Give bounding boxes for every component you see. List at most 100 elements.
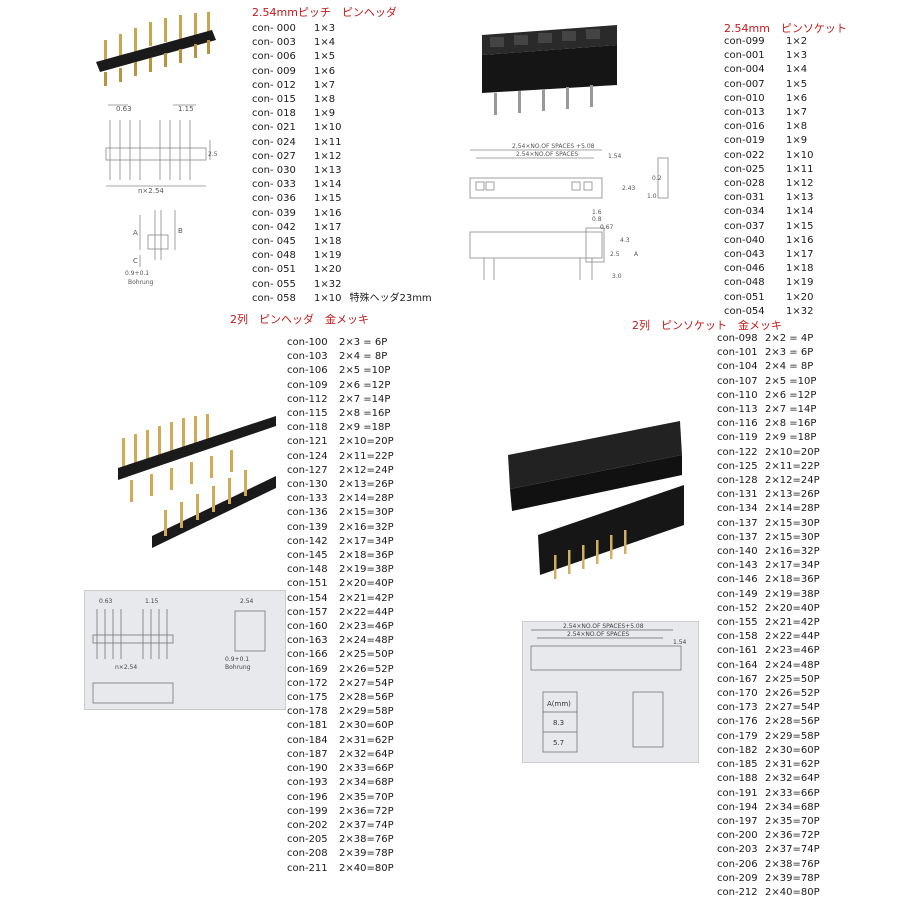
pin-count: 2×13=26P	[339, 479, 394, 491]
pin-count: 1×11	[314, 136, 342, 148]
svg-text:5.7: 5.7	[553, 739, 564, 747]
pin-count: 1×3	[786, 50, 808, 62]
part-code: con-100	[287, 337, 328, 348]
pin-count: 2×20=40P	[765, 602, 820, 614]
part-code: con-043	[724, 249, 765, 261]
part-code: con-034	[724, 206, 765, 218]
part-code: con-127	[287, 464, 328, 476]
part-code: con-001	[724, 50, 765, 62]
pin-count: 2×38=76P	[765, 858, 820, 870]
pin-header-side-drawing: A B C 0.9+0.1 Bohrung	[125, 210, 183, 286]
pin-count: 1×18	[786, 263, 814, 275]
part-code: con-031	[724, 192, 765, 204]
pin-count: 2×10=20P	[765, 446, 820, 458]
part-code: con-128	[717, 475, 758, 487]
pin-count: 1×17	[314, 221, 342, 233]
pin-count: 2×16=32P	[339, 521, 394, 533]
pin-count: 2×39=78P	[765, 872, 820, 884]
part-code: con-028	[724, 178, 765, 190]
pin-count: 1×2	[786, 36, 808, 47]
part-code: con- 015	[252, 94, 296, 106]
pin-socket-1row-image	[482, 25, 617, 115]
part-code: con-161	[717, 645, 758, 657]
pin-count: 1×4	[314, 37, 336, 49]
part-code: con-115	[287, 408, 328, 420]
part-code: con-098	[717, 333, 758, 344]
pin-count: 2×30=60P	[339, 720, 394, 732]
part-code: con-054	[724, 305, 765, 317]
pin-count: 1×14	[786, 206, 814, 218]
pin-count: 1×19	[314, 250, 342, 262]
part-code: con-155	[717, 617, 758, 629]
pin-count: 2×18=36P	[339, 550, 394, 562]
title-pin-header-1row: 2.54mmピッチ ピンヘッダ	[252, 6, 397, 19]
pin-count: 2×34=68P	[339, 777, 394, 789]
pin-count: 1×5	[314, 51, 336, 63]
part-code: con- 042	[252, 221, 296, 233]
pin-count: 1×16	[314, 207, 342, 219]
pin-count: 2×4 = 8P	[339, 351, 388, 363]
pin-count: 2×4 = 8P	[765, 361, 814, 373]
part-code: con-124	[287, 450, 328, 462]
part-code: con-137	[717, 531, 758, 543]
part-code: con-025	[724, 163, 765, 175]
pin-count: 1×14	[314, 179, 342, 191]
pin-count: 2×23=46P	[339, 621, 394, 633]
svg-text:1.6: 1.6	[592, 209, 602, 216]
part-code: con-206	[717, 858, 758, 870]
pin-count: 2×22=44P	[339, 606, 394, 618]
svg-text:2.54×NO.OF SPACES: 2.54×NO.OF SPACES	[516, 151, 578, 158]
part-code: con-113	[717, 404, 758, 416]
svg-text:n×2.54: n×2.54	[115, 664, 137, 671]
part-code: con-208	[287, 848, 328, 860]
title-pin-socket-1row: 2.54mm ピンソケット	[724, 22, 847, 35]
pin-count: 1×12	[314, 150, 342, 162]
svg-text:4.3: 4.3	[620, 237, 630, 244]
pin-count: 2×30=60P	[765, 744, 820, 756]
part-code: con-191	[717, 787, 758, 799]
part-code: con-022	[724, 149, 765, 161]
part-code: con-104	[717, 361, 758, 373]
pin-count: 1×8	[314, 94, 336, 106]
pin-count: 2×2 = 4P	[765, 333, 814, 344]
part-code: con-007	[724, 78, 765, 90]
pin-count: 1×8	[786, 121, 808, 133]
part-code: con-152	[717, 602, 758, 614]
part-code: con-170	[717, 688, 758, 700]
list-item: con-152 2×20=40P	[717, 602, 820, 616]
svg-text:2.54×NO.OF SPACES: 2.54×NO.OF SPACES	[567, 631, 629, 638]
part-code: con-185	[717, 759, 758, 771]
list-item: con-098 2×2 = 4P	[717, 332, 820, 346]
title-pin-header-2row: 2列 ピンヘッダ 金メッキ	[230, 313, 369, 326]
pin-header-1row-image	[96, 12, 216, 86]
title-pin-socket-2row: 2列 ピンソケット 金メッキ	[632, 319, 782, 332]
part-code: con- 030	[252, 165, 296, 177]
